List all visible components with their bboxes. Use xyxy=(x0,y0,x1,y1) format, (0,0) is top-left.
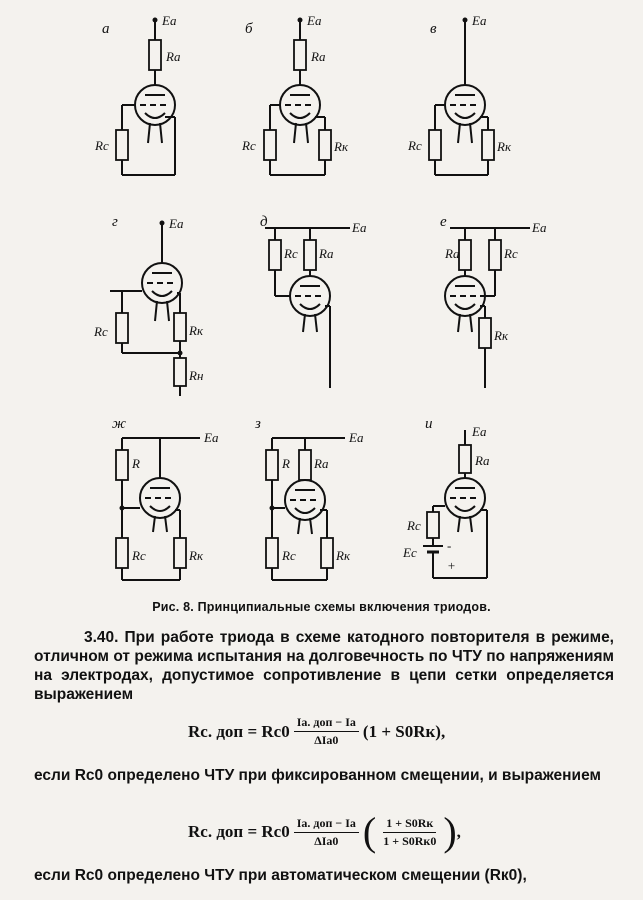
rc-label: Rc xyxy=(93,324,108,339)
rk-label: Rк xyxy=(333,139,349,154)
formula-fraction: Iа. доп − Iа ΔIа0 xyxy=(293,816,359,849)
formula-r0: Rс0 xyxy=(261,822,290,841)
ea-label: Eа xyxy=(161,13,177,28)
formula-fraction: Iа. доп − Iа ΔIа0 xyxy=(293,715,359,748)
ea-label: Eа xyxy=(471,13,487,28)
rc-label: Rc xyxy=(94,138,109,153)
rc-label: Rc xyxy=(241,138,256,153)
circuit-tag: б xyxy=(245,21,253,37)
ea-label: Eа xyxy=(471,424,487,439)
circuit-zh: ж Eа R Rc Rк xyxy=(90,410,290,610)
ea-label: Eа xyxy=(306,13,322,28)
rc-label: Rc xyxy=(503,246,518,261)
ea-label: Eа xyxy=(348,430,364,445)
rk-label: Rк xyxy=(496,139,512,154)
formula-tail: , xyxy=(456,822,461,841)
formula-eq: = xyxy=(247,721,258,741)
ec-label: Ec xyxy=(402,545,417,560)
minus-label: - xyxy=(447,538,451,553)
fraction-numerator: Iа. доп − Iа xyxy=(293,715,359,732)
circuit-e: е Eа Rа Rc Rк xyxy=(420,208,620,408)
rk-label: Rк xyxy=(493,328,509,343)
circuit-a: а Eа Rа Rc xyxy=(90,5,290,205)
rn-label: Rн xyxy=(188,368,203,383)
formula-r0: Rс0 xyxy=(261,721,290,741)
ea-label: Eа xyxy=(531,220,547,235)
circuit-tag: и xyxy=(425,416,433,432)
circuit-tag: е xyxy=(440,214,447,230)
r-label: R xyxy=(281,456,290,471)
rk-label: Rк xyxy=(335,548,351,563)
formula-1: Rс. доп = Rс0 Iа. доп − Iа ΔIа0 (1 + S0R… xyxy=(188,715,445,748)
circuit-b: б Eа Rа Rc Rк xyxy=(230,5,430,205)
circuit-tag: в xyxy=(430,21,437,37)
circuit-v: в Eа Rc Rк xyxy=(400,5,600,205)
circuit-g: г Eа Rc Rк Rн xyxy=(90,208,290,408)
fraction-denominator: ΔIа0 xyxy=(314,733,339,747)
rc-label: Rc xyxy=(407,138,422,153)
formula-eq: = xyxy=(247,822,258,841)
formula-paren-group: ( 1 + S0Rк 1 + S0Rк0 ) xyxy=(362,809,457,854)
formula-tail: (1 + S0Rк), xyxy=(362,721,446,741)
ea-label: Eа xyxy=(203,430,219,445)
ra-label: Rа xyxy=(165,49,181,64)
rc-label: Rc xyxy=(281,548,296,563)
paren-denominator: 1 + S0Rк0 xyxy=(383,833,437,848)
fraction-numerator: Iа. доп − Iа xyxy=(293,816,359,833)
formula-lhs: Rс. доп xyxy=(188,721,244,741)
paren-numerator: 1 + S0Rк xyxy=(383,816,437,833)
ra-label: Rа xyxy=(474,453,490,468)
rc-label: Rc xyxy=(283,246,298,261)
circuit-tag: з xyxy=(254,416,261,432)
rc-label: Rc xyxy=(406,518,421,533)
rk-label: Rк xyxy=(188,323,204,338)
ra-label: Rа xyxy=(444,246,460,261)
rk-label: Rк xyxy=(188,548,204,563)
figure-circuits: а Eа Rа Rc б Eа xyxy=(90,5,620,581)
paragraph-3: если Rс0 определено ЧТУ при автоматическ… xyxy=(34,867,527,884)
paragraph-2: если Rс0 определено ЧТУ при фиксированно… xyxy=(34,767,601,784)
ea-label: Eа xyxy=(351,220,367,235)
formula-2: Rс. доп = Rс0 Iа. доп − Iа ΔIа0 ( 1 + S0… xyxy=(188,812,461,852)
rc-label: Rc xyxy=(131,548,146,563)
paragraph-1: 3.40. При работе триода в схеме катодног… xyxy=(34,629,614,703)
figure-caption: Рис. 8. Принципиальные схемы включения т… xyxy=(152,600,491,614)
plus-label: + xyxy=(447,558,456,573)
ra-label: Rа xyxy=(310,49,326,64)
formula-lhs: Rс. доп xyxy=(188,822,244,841)
circuit-tag: г xyxy=(112,214,118,230)
circuit-d: д Eа Rc Rа xyxy=(240,208,440,408)
r-label: R xyxy=(131,456,140,471)
circuit-z: з Eа R Rа Rc Rк xyxy=(245,410,445,610)
circuit-tag: а xyxy=(102,21,110,37)
circuit-tag: ж xyxy=(112,416,126,432)
fraction-denominator: ΔIа0 xyxy=(314,833,339,848)
ra-label: Rа xyxy=(318,246,334,261)
circuit-tag: д xyxy=(260,214,268,230)
paren-fraction: 1 + S0Rк 1 + S0Rк0 xyxy=(380,816,439,849)
ra-label: Rа xyxy=(313,456,329,471)
ea-label: Eа xyxy=(168,216,184,231)
circuit-i: и Eа Rа Rc Ec - + xyxy=(395,410,595,610)
